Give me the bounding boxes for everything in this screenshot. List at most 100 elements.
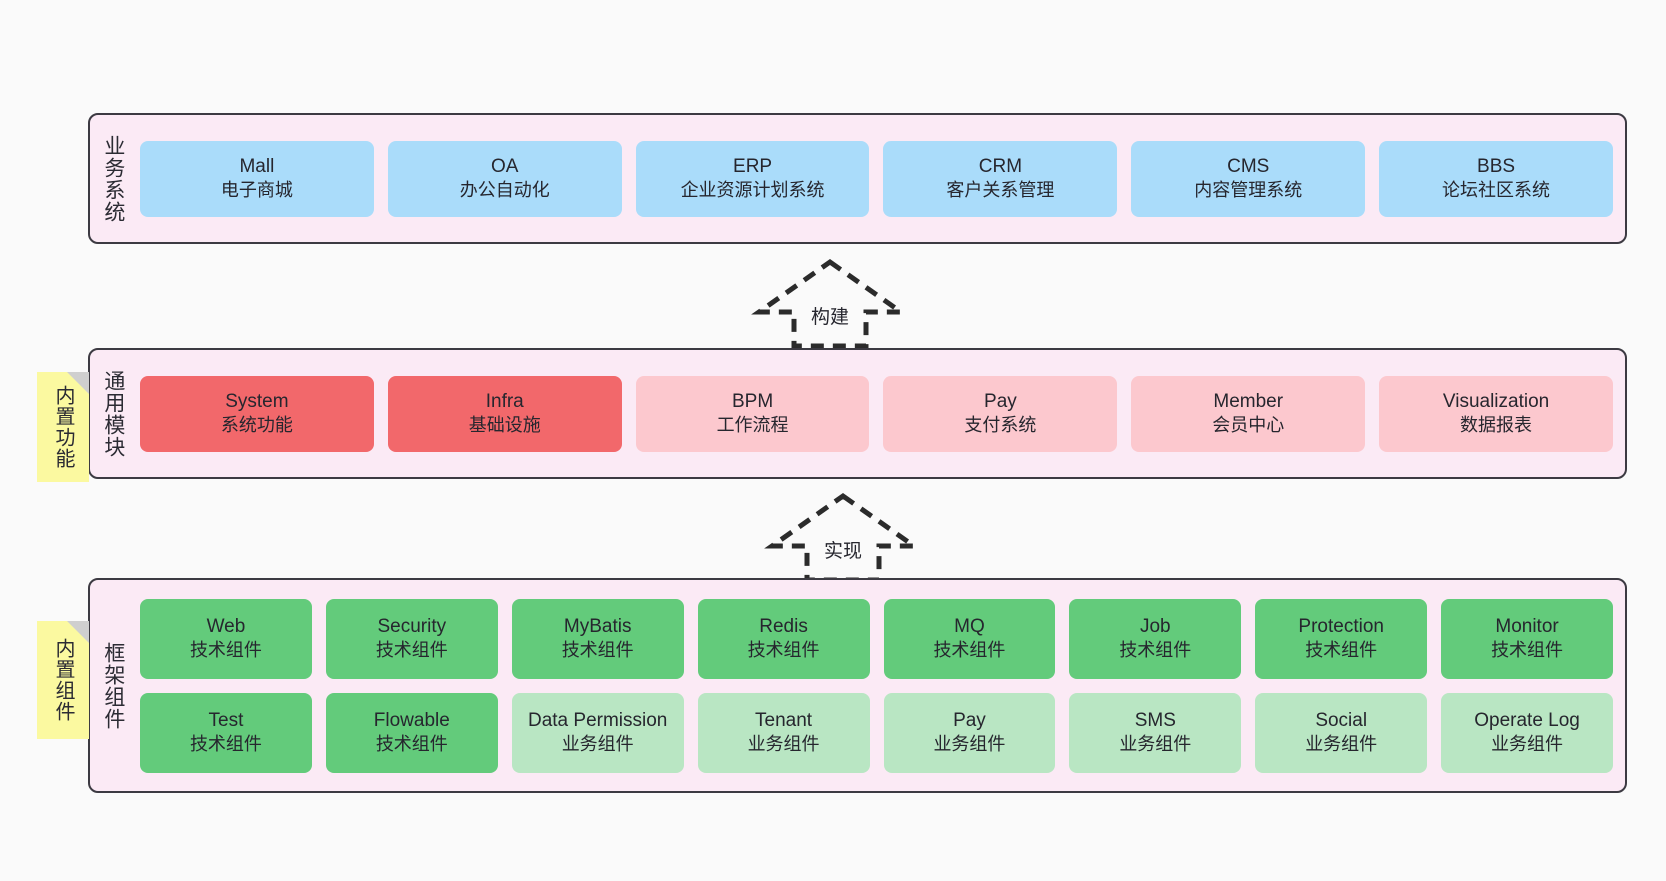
card-title-en: Redis [759, 616, 808, 638]
card-title-en: Protection [1298, 616, 1384, 638]
layer-title-framework: 框架组件 [101, 641, 125, 730]
sticky-note-builtin-components-label: 内置组件 [52, 638, 74, 722]
card-title-cn: 数据报表 [1460, 415, 1533, 436]
card-title-en: Test [208, 710, 244, 732]
folded-corner-icon [67, 621, 89, 643]
sticky-note-builtin-components: 内置组件 [37, 621, 89, 739]
card-title-en: CMS [1227, 156, 1270, 178]
card-title-cn: 业务组件 [933, 734, 1006, 755]
card-title-cn: 业务组件 [561, 734, 634, 755]
card-title-cn: 客户关系管理 [946, 180, 1055, 201]
card-title-en: MyBatis [563, 616, 632, 638]
arrow-implement: 实现 [764, 492, 922, 584]
card-title-en: Job [1139, 616, 1171, 638]
card-title-cn: 技术组件 [1305, 640, 1378, 661]
card-title-en: Web [206, 616, 246, 638]
card-title-cn: 技术组件 [189, 734, 262, 755]
card-title-en: Member [1213, 391, 1284, 413]
card-title-en: Security [377, 616, 447, 638]
card-title-cn: 业务组件 [747, 734, 820, 755]
card-title-cn: 基础设施 [468, 415, 541, 436]
card-title-en: Infra [485, 391, 524, 413]
arrow-build: 构建 [751, 258, 909, 350]
card-title-en: ERP [733, 156, 773, 178]
card-title-en: Flowable [373, 710, 450, 732]
card-title-cn: 论坛社区系统 [1442, 180, 1551, 201]
layer-title-modules: 通用模块 [101, 369, 125, 458]
arrow-build-label: 构建 [810, 307, 850, 328]
card-title-cn: 技术组件 [933, 640, 1006, 661]
layer-title-business: 业务系统 [101, 134, 125, 223]
sticky-note-builtin-features: 内置功能 [37, 372, 89, 482]
card-title-en: Operate Log [1474, 710, 1580, 732]
card-title-cn: 业务组件 [1491, 734, 1564, 755]
card-title-cn: 技术组件 [561, 640, 634, 661]
card-title-cn: 电子商城 [220, 180, 293, 201]
card-title-en: Social [1315, 710, 1368, 732]
card-title-cn: 技术组件 [747, 640, 820, 661]
card-title-cn: 支付系统 [964, 415, 1037, 436]
card-title-cn: 技术组件 [189, 640, 262, 661]
sticky-note-builtin-features-label: 内置功能 [52, 385, 74, 469]
card-title-en: Pay [953, 710, 986, 732]
card-title-cn: 技术组件 [375, 640, 448, 661]
card-title-en: BPM [731, 391, 774, 413]
card-title-en: SMS [1134, 710, 1176, 732]
folded-corner-icon [67, 372, 89, 394]
arrow-implement-label: 实现 [823, 541, 863, 562]
card-title-en: CRM [978, 156, 1023, 178]
card-title-cn: 内容管理系统 [1194, 180, 1303, 201]
card-title-cn: 会员中心 [1212, 415, 1285, 436]
card-title-cn: 业务组件 [1305, 734, 1378, 755]
card-title-cn: 技术组件 [1119, 640, 1192, 661]
card-title-en: OA [491, 156, 519, 178]
card-title-en: BBS [1477, 156, 1516, 178]
card-title-cn: 系统功能 [220, 415, 293, 436]
card-title-en: Monitor [1495, 616, 1559, 638]
card-title-en: Data Permission [527, 710, 668, 732]
card-title-cn: 业务组件 [1119, 734, 1192, 755]
card-title-en: Pay [984, 391, 1017, 413]
card-title-cn: 办公自动化 [459, 180, 550, 201]
card-title-en: Mall [239, 156, 275, 178]
card-title-cn: 技术组件 [375, 734, 448, 755]
card-title-en: System [225, 391, 289, 413]
card-title-cn: 技术组件 [1491, 640, 1564, 661]
card-title-cn: 工作流程 [716, 415, 789, 436]
